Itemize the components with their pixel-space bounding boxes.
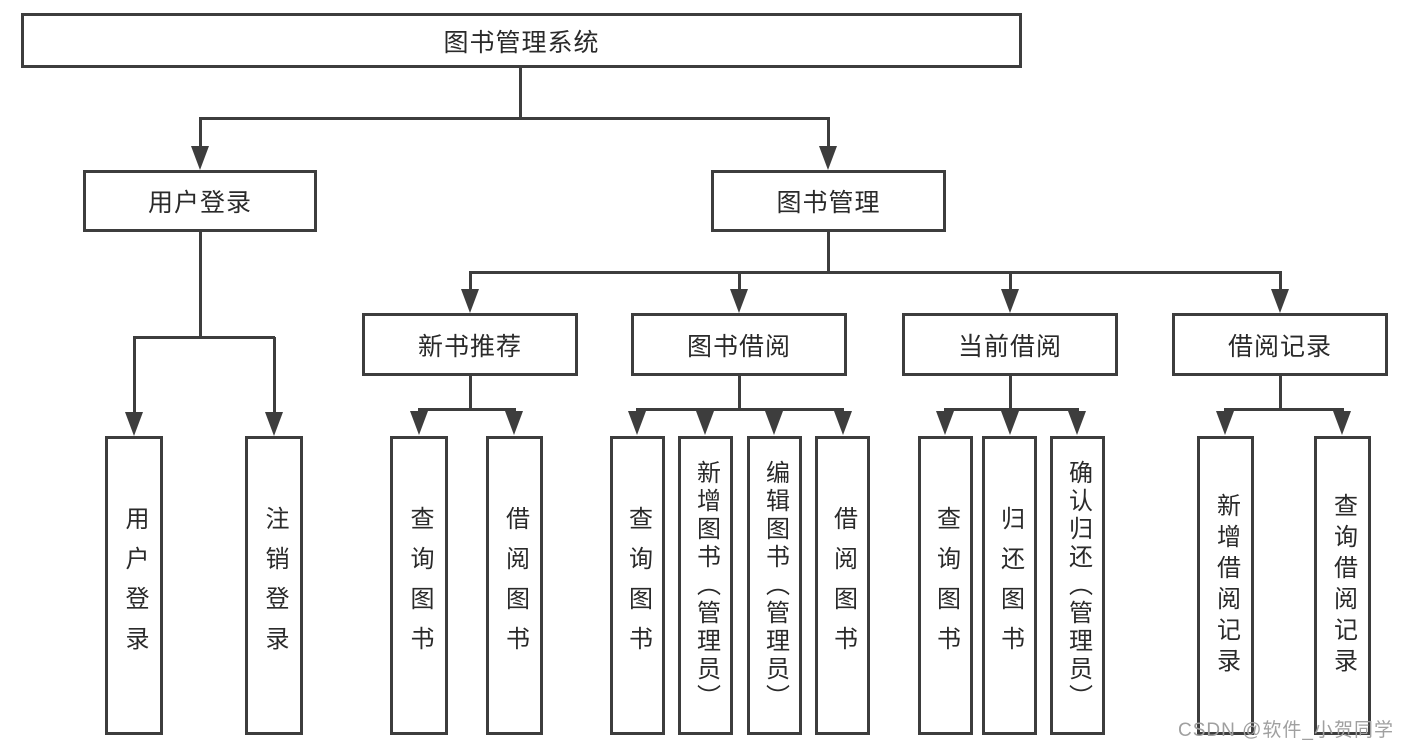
leaf-query-borrow-record-label: 查询借阅记录 bbox=[1329, 492, 1357, 679]
connector-vline bbox=[1279, 376, 1282, 409]
connector-vline bbox=[1009, 376, 1012, 409]
leaf-query-books-recommend: 查询图书 bbox=[390, 436, 448, 735]
node-user-login: 用户登录 bbox=[83, 170, 317, 232]
connector-hline bbox=[469, 271, 1282, 274]
node-book-management-label: 图书管理 bbox=[776, 189, 881, 217]
leaf-user-login-label: 用户登录 bbox=[121, 505, 148, 666]
connector-vline bbox=[1009, 272, 1012, 291]
leaf-borrow-books-recommend: 借阅图书 bbox=[486, 436, 543, 735]
leaf-return-books: 归还图书 bbox=[982, 436, 1037, 735]
leaf-query-books-recommend-label: 查询图书 bbox=[406, 505, 433, 666]
arrow-down-icon bbox=[765, 411, 783, 435]
arrow-down-icon bbox=[696, 411, 714, 435]
connector-hline bbox=[133, 336, 275, 339]
leaf-borrow-books-recommend-label: 借阅图书 bbox=[501, 505, 529, 666]
arrow-down-icon bbox=[505, 411, 523, 435]
leaf-add-borrow-record: 新增借阅记录 bbox=[1197, 436, 1254, 735]
arrow-down-icon bbox=[628, 411, 646, 435]
leaf-confirm-return-admin-label: 确认归还（管理员） bbox=[1064, 459, 1092, 712]
node-current-borrowing: 当前借阅 bbox=[902, 313, 1118, 376]
leaf-borrow-books-borrowing-label: 借阅图书 bbox=[829, 505, 857, 666]
arrow-down-icon bbox=[1333, 411, 1351, 435]
leaf-query-books-current: 查询图书 bbox=[918, 436, 973, 735]
leaf-query-books-current-label: 查询图书 bbox=[932, 505, 960, 666]
node-book-management: 图书管理 bbox=[711, 170, 946, 232]
arrow-down-icon bbox=[1271, 289, 1289, 313]
leaf-borrow-books-borrowing: 借阅图书 bbox=[815, 436, 870, 735]
connector-hline bbox=[199, 117, 830, 120]
arrow-down-icon bbox=[936, 411, 954, 435]
connector-vline bbox=[469, 376, 472, 409]
connector-vline bbox=[133, 337, 136, 414]
connector-vline bbox=[827, 118, 830, 148]
csdn-watermark: CSDN @软件_小贺同学 bbox=[1178, 720, 1394, 741]
leaf-user-login: 用户登录 bbox=[105, 436, 163, 735]
arrow-down-icon bbox=[191, 146, 209, 170]
connector-vline bbox=[738, 376, 741, 409]
leaf-add-borrow-record-label: 新增借阅记录 bbox=[1212, 492, 1240, 679]
connector-vline bbox=[827, 232, 830, 272]
node-root: 图书管理系统 bbox=[21, 13, 1022, 68]
connector-vline bbox=[199, 118, 202, 148]
connector-vline bbox=[199, 232, 202, 337]
arrow-down-icon bbox=[1216, 411, 1234, 435]
leaf-return-books-label: 归还图书 bbox=[996, 505, 1024, 666]
leaf-logout-label: 注销登录 bbox=[261, 505, 288, 666]
connector-vline bbox=[738, 272, 741, 291]
node-root-label: 图书管理系统 bbox=[443, 28, 600, 57]
arrow-down-icon bbox=[1001, 289, 1019, 313]
connector-vline bbox=[273, 337, 276, 414]
leaf-edit-books-admin: 编辑图书（管理员） bbox=[747, 436, 802, 735]
connector-hline bbox=[944, 408, 1079, 411]
leaf-query-books-borrowing-label: 查询图书 bbox=[624, 505, 652, 666]
arrow-down-icon bbox=[819, 146, 837, 170]
node-new-book-recommend-label: 新书推荐 bbox=[417, 332, 522, 361]
leaf-query-borrow-record: 查询借阅记录 bbox=[1314, 436, 1371, 735]
connector-hline bbox=[636, 408, 844, 411]
node-user-login-label: 用户登录 bbox=[147, 189, 252, 217]
arrow-down-icon bbox=[461, 289, 479, 313]
arrow-down-icon bbox=[125, 412, 143, 436]
arrow-down-icon bbox=[1068, 411, 1086, 435]
leaf-query-books-borrowing: 查询图书 bbox=[610, 436, 665, 735]
node-current-borrowing-label: 当前借阅 bbox=[957, 332, 1062, 361]
arrow-down-icon bbox=[834, 411, 852, 435]
node-book-borrowing-label: 图书借阅 bbox=[686, 332, 791, 361]
connector-vline bbox=[519, 68, 522, 118]
node-borrowing-records: 借阅记录 bbox=[1172, 313, 1388, 376]
node-book-borrowing: 图书借阅 bbox=[631, 313, 847, 376]
leaf-logout: 注销登录 bbox=[245, 436, 303, 735]
connector-vline bbox=[1279, 272, 1282, 291]
leaf-add-books-admin: 新增图书（管理员） bbox=[678, 436, 733, 735]
connector-hline bbox=[1224, 408, 1344, 411]
connector-hline bbox=[418, 408, 516, 411]
arrow-down-icon bbox=[1001, 411, 1019, 435]
connector-vline bbox=[469, 272, 472, 291]
arrow-down-icon bbox=[410, 411, 428, 435]
arrow-down-icon bbox=[265, 412, 283, 436]
node-borrowing-records-label: 借阅记录 bbox=[1227, 332, 1332, 361]
arrow-down-icon bbox=[730, 289, 748, 313]
leaf-confirm-return-admin: 确认归还（管理员） bbox=[1050, 436, 1105, 735]
leaf-edit-books-admin-label: 编辑图书（管理员） bbox=[761, 459, 789, 712]
leaf-add-books-admin-label: 新增图书（管理员） bbox=[692, 459, 720, 712]
node-new-book-recommend: 新书推荐 bbox=[362, 313, 578, 376]
